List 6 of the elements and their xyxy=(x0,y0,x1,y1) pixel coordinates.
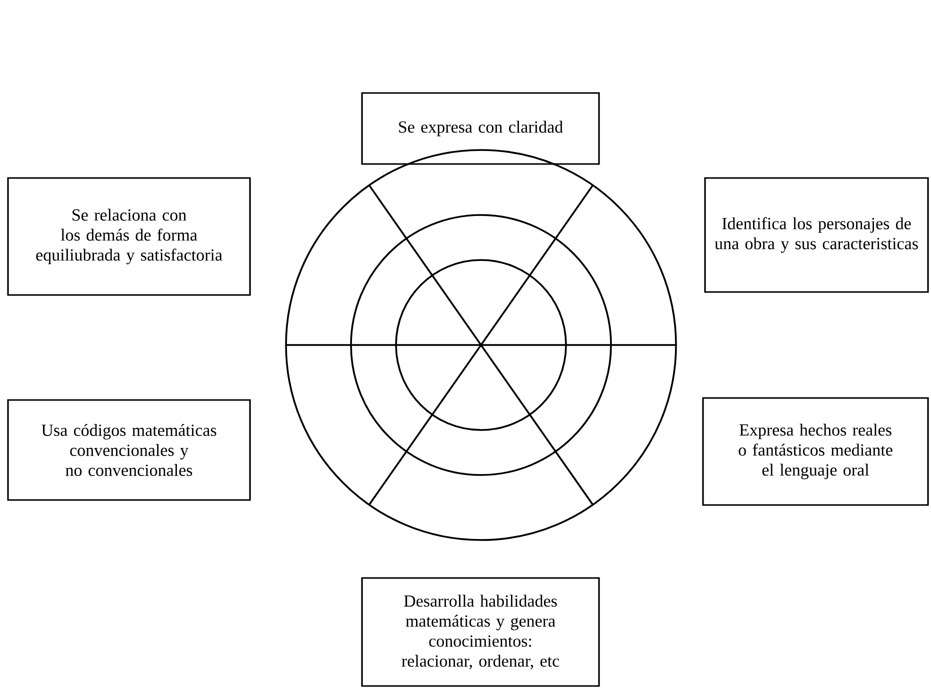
text-box: Se expresa con claridad xyxy=(361,92,600,165)
text-box: Identifica los personajes de una obra y sus caracteristicas xyxy=(704,177,929,293)
text-box: Desarrolla habilidades matemáticas y genera conocimientos: relacionar, ordenar, etc xyxy=(361,577,600,687)
text-box: Se relaciona con los demás de forma equiliubrada y satisfactoria xyxy=(7,177,251,296)
text-box: Usa códigos matemáticas convencionales y no convencionales xyxy=(7,399,251,501)
text-box: Expresa hechos reales o fantásticos mediante el lenguaje oral xyxy=(702,397,929,506)
